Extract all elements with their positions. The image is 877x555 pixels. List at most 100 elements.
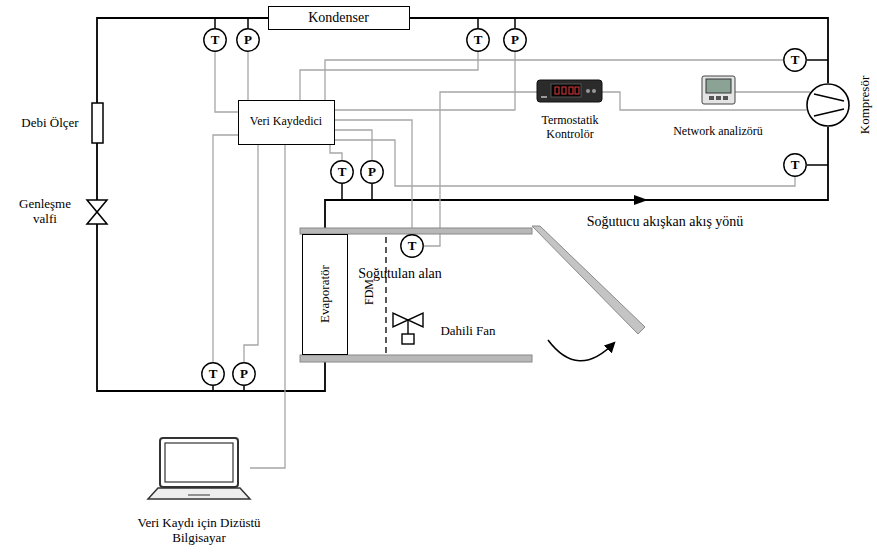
laptop-display	[165, 443, 233, 482]
node-label: Termostatik Kontrolör	[525, 114, 615, 142]
node-label: Network analizörü	[673, 125, 763, 139]
door-swing-arrow	[548, 340, 614, 361]
cooled-space: Soğutulan alanEvaporatörT	[300, 228, 532, 362]
analyzer-screen	[706, 79, 731, 93]
node-label: P	[240, 367, 248, 382]
node-label: Kondenser	[308, 9, 369, 25]
node-label: P	[368, 165, 376, 180]
laptop-icon: Veri Kaydı için Dizüstü Bilgisayar	[148, 437, 250, 500]
shape-outline	[702, 76, 735, 104]
temperature-sensor: T	[783, 48, 807, 72]
signal-wire	[424, 92, 537, 246]
sensor-stub	[477, 18, 479, 28]
compressor-symbol: Kompresör	[806, 83, 850, 127]
controller-button	[586, 89, 590, 93]
network-analyzer: Network analizörü	[702, 76, 735, 104]
controller-display	[551, 84, 581, 97]
analyzer-button	[716, 96, 721, 100]
pressure-sensor: P	[503, 28, 527, 52]
signal-wire	[735, 91, 810, 92]
fan-motor	[402, 334, 414, 344]
display-segment	[562, 87, 566, 94]
cabin-wall	[300, 355, 532, 362]
signal-wire	[213, 135, 238, 362]
fan-symbol	[393, 313, 408, 327]
sensor-circle	[204, 29, 226, 51]
component-label: Debi Ölçer	[21, 116, 78, 131]
sensor-circle	[784, 154, 806, 176]
controller-button	[541, 96, 547, 98]
component-label: Dahili Fan	[440, 324, 495, 339]
signal-wire	[335, 140, 795, 186]
sensor-stub	[214, 18, 216, 28]
node-label: T	[211, 33, 220, 48]
temperature-sensor: T	[203, 28, 227, 52]
sensor-stub	[807, 164, 828, 166]
temperature-sensor: T	[201, 362, 225, 386]
signal-wire	[244, 145, 258, 362]
sensor-circle	[467, 29, 489, 51]
sensor-circle	[237, 29, 259, 51]
analyzer-button	[709, 96, 714, 100]
sensor-circle	[361, 161, 383, 183]
temperature-sensor: T	[330, 160, 354, 184]
signal-wire	[300, 52, 478, 100]
sensor-circle	[233, 363, 255, 385]
pressure-sensor: P	[236, 28, 260, 52]
flow-label: Soğutucu akışkan akış yönü	[587, 214, 744, 230]
component-label: Genleşme valfi	[9, 197, 81, 227]
node-label: T	[474, 33, 483, 48]
condenser-box: Kondenser	[268, 6, 410, 30]
fan-stem	[407, 320, 408, 334]
temperature-sensor: T	[400, 234, 424, 258]
evaporator-box: Evaporatör	[302, 234, 348, 355]
node-label: T	[408, 239, 417, 254]
node-label: T	[791, 53, 800, 68]
temperature-sensor: T	[466, 28, 490, 52]
laptop-base	[148, 488, 250, 499]
refrigerant-line	[325, 127, 828, 234]
pressure-sensor: P	[232, 362, 256, 386]
shape-outline	[806, 83, 850, 127]
sensor-circle	[401, 235, 423, 257]
sensor-circle	[784, 49, 806, 71]
controller-button	[592, 89, 596, 93]
compressor-circle	[807, 84, 849, 126]
data-logger-box: Veri Kaydedici	[238, 100, 335, 145]
node-label: T	[209, 367, 218, 382]
signal-wire	[247, 52, 248, 100]
node-label: P	[244, 33, 252, 48]
pressure-sensor: P	[360, 160, 384, 184]
node-label: P	[511, 33, 519, 48]
shape-outline	[537, 80, 602, 102]
signal-wire	[335, 52, 515, 110]
flow-direction-arrow	[634, 195, 648, 205]
sensor-stub	[341, 184, 343, 200]
sensor-stub	[371, 184, 373, 200]
sensor-stub	[807, 59, 828, 61]
valve-symbol	[87, 200, 107, 212]
sensor-stub	[243, 386, 245, 391]
sensor-stub	[247, 18, 249, 28]
connectors	[97, 18, 828, 468]
valve-symbol	[87, 212, 107, 224]
signal-wire	[215, 52, 238, 112]
fan-symbol	[408, 313, 423, 327]
display-segment	[575, 87, 579, 94]
display-segment	[555, 87, 559, 94]
node-label: Veri Kaydı için Dizüstü Bilgisayar	[119, 516, 279, 546]
refrigerant-line	[97, 18, 325, 391]
display-segment	[569, 87, 573, 94]
analyzer-button	[723, 96, 728, 100]
sensor-stub	[514, 18, 516, 28]
sensor-circle	[202, 363, 224, 385]
laptop-touchpad	[188, 495, 210, 496]
signal-wire	[335, 130, 372, 160]
compressor-lines	[814, 94, 844, 116]
node-label: T	[791, 158, 800, 173]
door-panel	[532, 226, 645, 334]
component-label: FDM	[363, 279, 377, 305]
sensor-circle	[504, 29, 526, 51]
analyzer-body	[702, 76, 735, 104]
